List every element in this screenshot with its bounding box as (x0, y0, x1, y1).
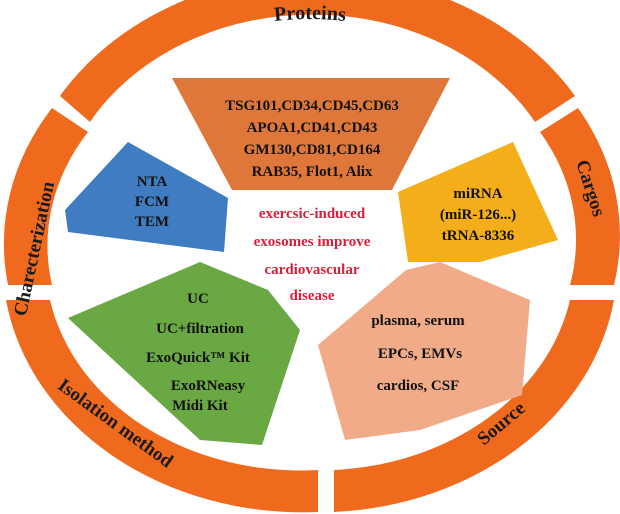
cargo-line-1: miRNA (453, 186, 502, 202)
ring-segment-cargos (540, 108, 620, 285)
ring-segment-proteins (60, 0, 575, 122)
center-line-1: exercsic-induced (259, 206, 366, 222)
proteins-list: TSG101,CD34,CD45,CD63 APOA1,CD41,CD43 GM… (225, 98, 399, 180)
source-line-2: EPCs, EMVs (378, 346, 462, 362)
cargo-line-3: tRNA-8336 (442, 228, 515, 244)
segment-proteins (172, 78, 450, 190)
iso-line-4: ExoRNeasy (171, 378, 246, 394)
source-line-3: cardios, CSF (377, 378, 460, 394)
outer-ring (3, 0, 620, 513)
iso-line-1: UC (187, 291, 209, 307)
cargo-line-2: (miR-126...) (440, 207, 516, 223)
center-statement: exercsic-induced exosomes improve cardio… (254, 206, 371, 304)
protein-line-2: APOA1,CD41,CD43 (247, 120, 378, 136)
ring-segment-isolation (6, 300, 318, 513)
iso-line-2: UC+filtration (156, 321, 244, 337)
characterization-list: NTA FCM TEM (135, 174, 169, 230)
ring-segment-source (334, 300, 614, 512)
cargos-list: miRNA (miR-126...) tRNA-8336 (440, 186, 516, 244)
label-proteins: Proteins (273, 2, 347, 26)
segment-cargos (398, 142, 558, 262)
iso-line-5: Midi Kit (172, 398, 227, 414)
protein-line-1: TSG101,CD34,CD45,CD63 (225, 98, 399, 114)
source-list: plasma, serum EPCs, EMVs cardios, CSF (371, 313, 465, 394)
protein-line-4: RAB35, Flot1, Alix (252, 164, 373, 180)
source-line-1: plasma, serum (371, 313, 465, 329)
center-line-3: cardiovascular (265, 262, 360, 278)
protein-line-3: GM130,CD81,CD164 (244, 142, 381, 158)
char-line-3: TEM (135, 214, 169, 230)
isolation-list: UC UC+filtration ExoQuick™ Kit ExoRNeasy… (146, 291, 250, 414)
center-line-2: exosomes improve (254, 234, 371, 250)
char-line-1: NTA (137, 174, 168, 190)
segment-source (318, 262, 530, 440)
segment-characterization (65, 142, 228, 252)
char-line-2: FCM (135, 194, 169, 210)
center-line-4: disease (290, 288, 335, 304)
ring-segment-charecterization (3, 108, 88, 285)
iso-line-3: ExoQuick™ Kit (146, 350, 250, 366)
segment-isolation (68, 262, 300, 445)
